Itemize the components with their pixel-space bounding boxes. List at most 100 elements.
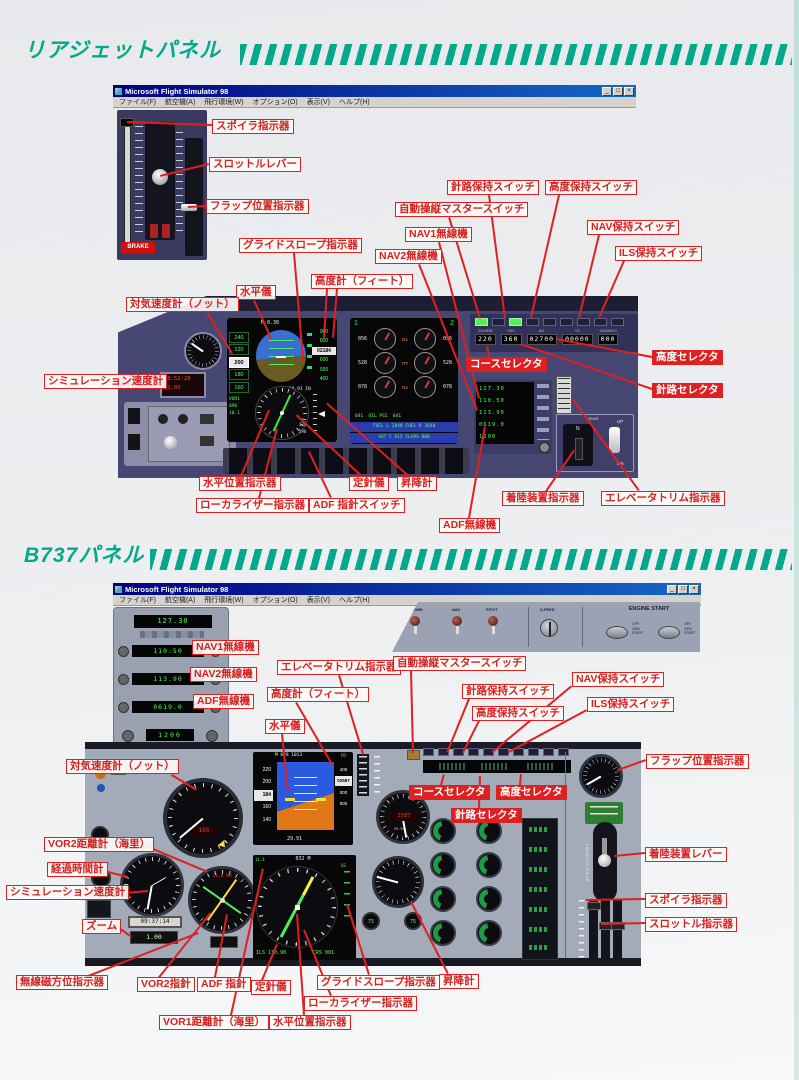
vor1-dme: 10.1	[229, 411, 240, 416]
panel-switch[interactable]	[128, 408, 140, 424]
callout-label: 高度計（フィート）	[267, 687, 370, 702]
radio-knob[interactable]	[539, 442, 550, 453]
gear-selector-stick[interactable]	[575, 438, 583, 460]
nav2-knob[interactable]	[118, 674, 129, 685]
gear-label: GEAR	[587, 416, 599, 421]
spoiler-lever[interactable]	[587, 902, 601, 910]
callout-line	[410, 671, 414, 754]
minimize-button[interactable]: _	[667, 584, 677, 594]
minimize-button[interactable]: _	[602, 86, 612, 96]
itt-gauge-left	[374, 352, 397, 374]
nav-hold-switch[interactable]	[483, 748, 494, 756]
radio-buttons[interactable]	[537, 384, 549, 440]
maximize-button[interactable]: □	[613, 86, 623, 96]
yd-button[interactable]	[611, 318, 624, 326]
ias-field: IAS/MACH 000	[597, 329, 619, 345]
hdg-hold-button[interactable]	[509, 318, 522, 326]
nav2-knob-2[interactable]	[210, 674, 221, 685]
engine1-start-knob[interactable]	[606, 626, 628, 639]
throttle-lever-2[interactable]	[611, 922, 625, 930]
speed-tape: 240 220 200 180 160	[229, 330, 249, 394]
bc-button[interactable]	[594, 318, 607, 326]
ap-button[interactable]	[423, 748, 434, 756]
button-row[interactable]	[223, 448, 469, 474]
nav1-knob[interactable]	[118, 646, 129, 657]
nav-light-switch[interactable]	[452, 616, 462, 626]
gs-button[interactable]	[558, 748, 569, 756]
engine2-start-knob[interactable]	[658, 626, 680, 639]
altitude-selector[interactable]: 02700	[526, 334, 558, 345]
adf-knob[interactable]	[118, 702, 129, 713]
menu-aircraft[interactable]: 航空機(A)	[164, 99, 196, 106]
alt-hold-switch[interactable]	[453, 748, 464, 756]
autopilot-buttons[interactable]	[475, 318, 624, 326]
course-selector[interactable]	[439, 763, 465, 770]
panel-switch2[interactable]	[128, 434, 140, 450]
bc-button[interactable]	[513, 748, 524, 756]
gear-selector[interactable]: N	[563, 424, 593, 466]
autopilot-master-switch[interactable]	[407, 750, 420, 760]
ils-hold-switch[interactable]	[498, 748, 509, 756]
close-button[interactable]: ×	[624, 86, 634, 96]
ap-button[interactable]	[492, 318, 505, 326]
menu-help[interactable]: ヘルプ(H)	[339, 597, 370, 604]
heading-selector[interactable]: 360	[500, 334, 522, 345]
tape-value: 400	[319, 376, 329, 382]
light-knob[interactable]	[164, 436, 177, 449]
vs-selector[interactable]: 00000	[562, 334, 593, 345]
rocker-1[interactable]	[200, 414, 214, 424]
apr-hold-button[interactable]	[577, 318, 590, 326]
alt-hold-button[interactable]	[526, 318, 539, 326]
rocker-2[interactable]	[200, 436, 214, 446]
xpdr-knob[interactable]	[122, 730, 134, 742]
vor1-label: VOR1	[229, 397, 240, 402]
yd-button[interactable]	[528, 748, 539, 756]
wing-left	[285, 798, 295, 801]
menu-world[interactable]: 飛行環境(W)	[204, 597, 244, 604]
rmi-button[interactable]	[210, 936, 238, 948]
throttle-lever[interactable]	[152, 169, 168, 185]
menu-views[interactable]: 表示(V)	[306, 99, 331, 106]
menu-options[interactable]: オプション(O)	[252, 597, 298, 604]
maximize-button[interactable]: □	[678, 584, 688, 594]
gear-lever[interactable]	[609, 427, 620, 453]
landing-gear-lever[interactable]	[598, 854, 611, 867]
knob-1[interactable]	[158, 414, 168, 424]
flap-lever[interactable]	[181, 204, 197, 211]
course-selector[interactable]: 220	[475, 334, 496, 345]
menu-world[interactable]: 飛行環境(W)	[204, 99, 244, 106]
knob-2[interactable]	[178, 414, 188, 424]
pitot-switch[interactable]	[488, 616, 498, 626]
nav1-knob-2[interactable]	[210, 646, 221, 657]
menu-file[interactable]: ファイル(F)	[119, 99, 156, 106]
adf-knob-2[interactable]	[210, 702, 221, 713]
altitude-selector[interactable]	[527, 763, 553, 770]
throttle-scale-left	[135, 126, 143, 234]
airspeed-readout: 165	[191, 826, 217, 835]
heading-selector[interactable]	[481, 763, 507, 770]
spd-button[interactable]	[468, 748, 479, 756]
engine-row-n2: 078 N2 078	[358, 375, 452, 399]
spoiler-lever[interactable]	[120, 118, 134, 127]
close-button[interactable]: ×	[689, 584, 699, 594]
spd-hold-button[interactable]	[543, 318, 556, 326]
menu-file[interactable]: ファイル(F)	[119, 597, 156, 604]
hdg-hold-switch[interactable]	[438, 748, 449, 756]
menu-help[interactable]: ヘルプ(H)	[339, 99, 370, 106]
atarm-button[interactable]	[543, 748, 554, 756]
com-buttons[interactable]	[140, 631, 204, 638]
ias-selector[interactable]: 000	[597, 334, 619, 345]
key-switch[interactable]	[111, 760, 126, 775]
rmi-center	[219, 897, 225, 903]
nav-hold-button[interactable]	[560, 318, 573, 326]
efis-display: M 0.30 240 220 200 180 160 900 800	[227, 318, 337, 442]
menu-options[interactable]: オプション(O)	[252, 99, 298, 106]
ap-master-button[interactable]	[475, 318, 488, 326]
autopilot-buttons[interactable]	[423, 748, 569, 756]
menu-aircraft[interactable]: 航空機(A)	[164, 597, 196, 604]
strobe-switch[interactable]	[410, 616, 420, 626]
xpdr-knob-2[interactable]	[206, 730, 218, 742]
menu-views[interactable]: 表示(V)	[306, 597, 331, 604]
autopilot-readouts: COURSE 220 HDG 360 ALT 02700 VS 00000 IA…	[475, 329, 619, 345]
xfeed-knob[interactable]	[540, 619, 558, 637]
